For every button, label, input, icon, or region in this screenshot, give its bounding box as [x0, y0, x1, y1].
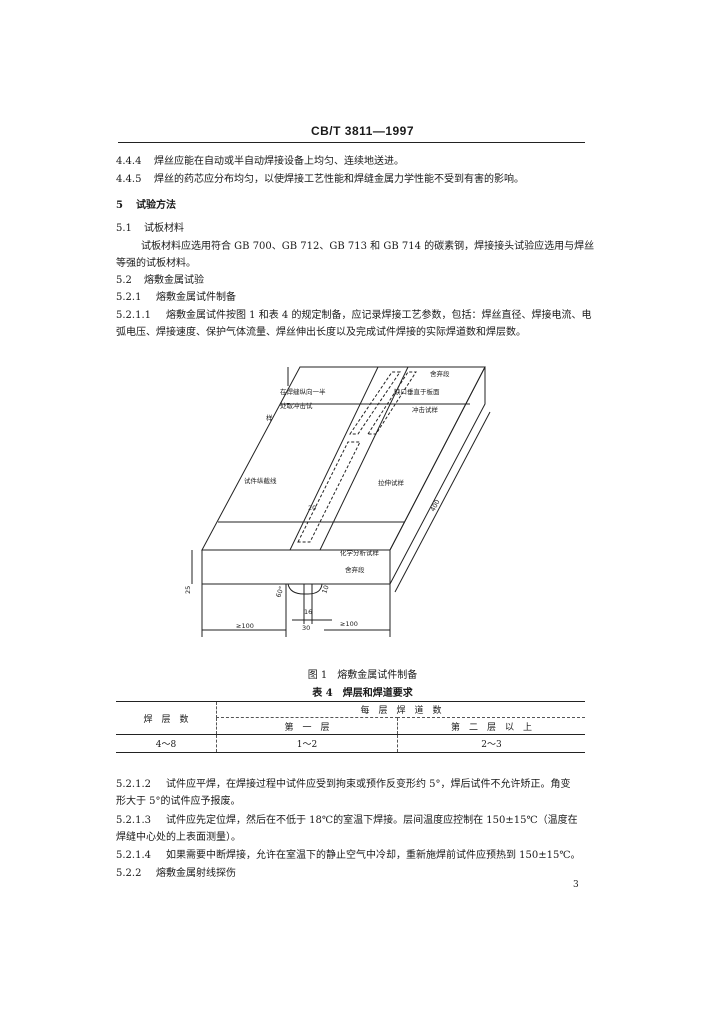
- paragraph-5-2-1-3-line-1: 5.2.1.3 试件应先定位焊，然后在不低于 18℃的室温下焊接。层间温度应控制在…: [116, 814, 578, 828]
- section-5-2-2-heading: 5.2.2 熔敷金属射线探伤: [116, 867, 236, 881]
- figure-label-chem: 化学分析试样: [340, 548, 380, 557]
- paragraph-5-2-1-1-line-2: 弧电压、焊接速度、保护气体流量、焊丝伸出长度以及完成试件焊接的实际焊道数和焊层数…: [116, 327, 526, 338]
- figure-label-impact-location-2: 处取冲击试: [280, 401, 313, 410]
- section-number: 5.1: [116, 223, 132, 234]
- clause-text: 试件应平焊，在焊接过程中试件应受到拘束或预作反变形约 5°，焊后试件不允许矫正。…: [166, 779, 571, 790]
- table-row: 4～8 1～2 2～3: [116, 734, 585, 753]
- paragraph-5-2-1-3-line-2: 焊缝中心处的上表面测量）。: [116, 832, 241, 843]
- clause-number: 5.2.1.1: [116, 310, 151, 321]
- section-5-2-heading: 5.2 熔敷金属试验: [116, 274, 204, 288]
- section-title: 熔敷金属试验: [144, 275, 204, 286]
- section-title: 熔敷金属试件制备: [156, 292, 236, 303]
- table-4-caption: 表 4 焊层和焊道要求: [312, 688, 413, 699]
- clause-text: 焊丝应能在自动或半自动焊接设备上均匀、连续地送进。: [154, 156, 404, 167]
- figure-label-tensile: 拉伸试样: [378, 478, 405, 487]
- section-number: 5.2: [116, 275, 132, 286]
- figure-label-discard-top: 舍弃段: [430, 369, 450, 378]
- table-cell-second: 2～3: [397, 734, 585, 753]
- paragraph-5-2-1-2-line-2: 形大于 5°的试件应予报废。: [116, 796, 241, 807]
- figure-1-diagram: 舍弃段 在焊缝纵向一半 处取冲击试 样 缺口垂直于板面 冲击试样 试件纵截线 拉…: [184, 366, 491, 637]
- clause-number: 5.2.1.3: [116, 815, 151, 826]
- figure-dim-25: 25: [184, 586, 192, 594]
- section-number: 5.2.1: [116, 292, 142, 303]
- figure-label-impact: 冲击试样: [412, 405, 439, 414]
- clause-text: 如果需要中断焊接，允许在室温下的静止空气中冷却，重新施焊前试件应预热到 150±…: [166, 850, 581, 861]
- weld-groove: [287, 583, 323, 595]
- section-5-2-1-heading: 5.2.1 熔敷金属试件制备: [116, 291, 236, 305]
- clause-number: 4.4.4: [116, 156, 142, 167]
- section-number: 5.2.2: [116, 868, 142, 879]
- paragraph-5-2-1-1-line-1: 5.2.1.1 熔敷金属试件按图 1 和表 4 的规定制备，应记录焊接工艺参数，包…: [116, 309, 591, 323]
- figure-dim-400: 400: [429, 498, 442, 513]
- paragraph-5-1-line-1: 试板材料应选用符合 GB 700、GB 712、GB 713 和 GB 714 …: [141, 241, 595, 252]
- table-cell-first: 1～2: [216, 734, 398, 753]
- figure-label-impact-location-3: 样: [266, 413, 273, 422]
- paragraph-5-2-1-4: 5.2.1.4 如果需要中断焊接，允许在室温下的静止空气中冷却，重新施焊前试件应预…: [116, 849, 581, 863]
- figure-dim-16: 16: [304, 608, 312, 616]
- clause-4-4-4: 4.4.4 焊丝应能在自动或半自动焊接设备上均匀、连续地送进。: [116, 155, 404, 169]
- clause-text: 焊丝的药芯应分布均匀，以使焊接工艺性能和焊缝金属力学性能不受到有害的影响。: [154, 174, 524, 185]
- impact-specimen-outline: [349, 371, 401, 435]
- figure-label-discard-bottom: 舍弃段: [345, 565, 365, 574]
- figure-angle-60: 60°: [274, 585, 285, 599]
- section-5-1-heading: 5.1 试板材料: [116, 222, 184, 236]
- figure-label-impact-location-1: 在焊缝纵向一半: [280, 387, 326, 396]
- table-header-passes: 每 层 焊 道 数: [216, 701, 585, 718]
- header-rule: [118, 142, 585, 143]
- weld-edge-left: [289, 366, 379, 551]
- clause-number: 5.2.1.2: [116, 779, 151, 790]
- section-5-heading: 5 试验方法: [116, 199, 176, 213]
- plate-top-face: [201, 366, 486, 551]
- section-title: 熔敷金属射线探伤: [156, 868, 236, 879]
- clause-text: 熔敷金属试件按图 1 和表 4 的规定制备，应记录焊接工艺参数，包括：焊丝直径、…: [166, 310, 592, 321]
- table-header-first-layer: 第 一 层: [216, 717, 398, 735]
- section-title: 试板材料: [144, 223, 184, 234]
- paragraph-5-1-line-2: 等强的试板材料。: [116, 258, 196, 269]
- figure-label-notch: 缺口垂直于板面: [394, 387, 440, 396]
- clause-text: 试件应先定位焊，然后在不低于 18℃的室温下焊接。层间温度应控制在 150±15…: [166, 815, 578, 826]
- paragraph-5-2-1-2-line-1: 5.2.1.2 试件应平焊，在焊接过程中试件应受到拘束或预作反变形约 5°，焊后试…: [116, 778, 571, 792]
- figure-dim-30: 30: [302, 624, 310, 632]
- figure-1-caption: 图 1 熔敷金属试件制备: [307, 670, 418, 681]
- figure-dim-100-right: ≥100: [340, 620, 358, 628]
- table-4: 焊 层 数 每 层 焊 道 数 第 一 层 第 二 层 以 上 4～8 1～2 …: [116, 701, 585, 753]
- section-number: 5: [116, 200, 123, 211]
- page-number: 3: [573, 880, 579, 890]
- figure-dim-20: 20: [308, 504, 316, 512]
- plate-side-face: [389, 366, 486, 585]
- table-cell-layers: 4～8: [116, 734, 217, 753]
- figure-dim-10: 10: [320, 584, 330, 595]
- section-title: 试验方法: [136, 200, 176, 211]
- clause-number: 5.2.1.4: [116, 850, 151, 861]
- table-header-layers: 焊 层 数: [116, 701, 217, 735]
- tensile-specimen-outline: [297, 441, 361, 543]
- weld-edge-right: [319, 366, 409, 551]
- figure-label-tensile-axis: 试件纵截线: [244, 476, 277, 485]
- figure-dim-100-left: ≥100: [236, 622, 254, 630]
- table-header-second-layer: 第 二 层 以 上: [397, 717, 585, 735]
- clause-number: 4.4.5: [116, 174, 142, 185]
- clause-4-4-5: 4.4.5 焊丝的药芯应分布均匀，以使焊接工艺性能和焊缝金属力学性能不受到有害的影…: [116, 173, 524, 187]
- page-header: CB/T 3811—1997: [310, 124, 415, 138]
